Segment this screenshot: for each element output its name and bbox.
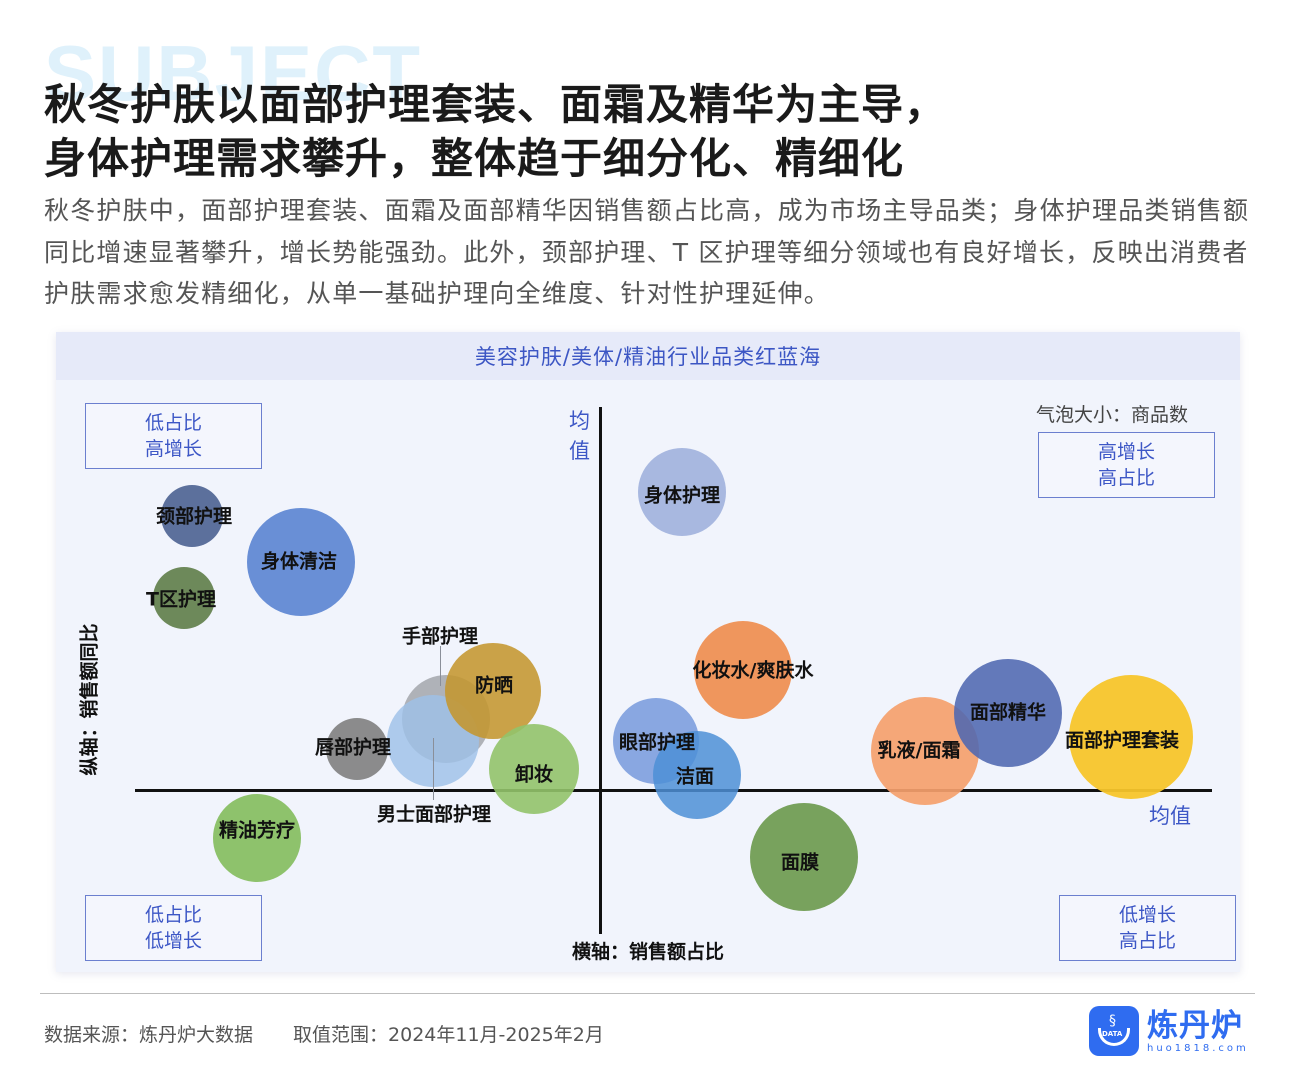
- page-description: 秋冬护肤中，面部护理套装、面霜及面部精华因销售额占比高，成为市场主导品类；身体护…: [44, 196, 1250, 308]
- bubble-face-mask[interactable]: [750, 803, 858, 911]
- bubble-face-care-set[interactable]: [1069, 675, 1193, 799]
- title-line-1: 秋冬护肤以面部护理套装、面霜及精华为主导，: [44, 80, 948, 129]
- chart-title: 美容护肤/美体/精油行业品类红蓝海: [474, 345, 822, 369]
- quadrant-label: 低增长: [144, 930, 202, 952]
- bubble-label: 唇部护理: [314, 736, 392, 759]
- bubble-toner[interactable]: [694, 621, 792, 719]
- quadrant-label: 高占比: [1118, 930, 1176, 952]
- data-range: 取值范围：2024年11月-2025年2月: [293, 1024, 604, 1046]
- quadrant-label: 高增长: [144, 438, 202, 460]
- title-line-2: 身体护理需求攀升，整体趋于细分化、精细化: [44, 134, 905, 183]
- chart-header: 美容护肤/美体/精油行业品类红蓝海: [56, 332, 1240, 380]
- bubble-label: 身体清洁: [260, 550, 338, 573]
- bubble-label: 防晒: [474, 674, 514, 697]
- quadrant-label: 低增长: [1118, 904, 1176, 926]
- bubble-label: 手部护理: [401, 625, 479, 648]
- bubble-essential-oil[interactable]: [213, 794, 301, 882]
- bubble-neck-care[interactable]: [161, 485, 223, 547]
- logo-url: huo1818.com: [1147, 1042, 1249, 1054]
- quadrant-label: 低占比: [144, 412, 202, 434]
- logo-text: 炼丹炉 huo1818.com: [1147, 1009, 1249, 1054]
- bubble-label: 面膜: [780, 851, 820, 874]
- footer: 数据来源：炼丹炉大数据 取值范围：2024年11月-2025年2月: [44, 1020, 604, 1047]
- bubble-lip-care[interactable]: [326, 718, 388, 780]
- bubble-label: 化妆水/爽肤水: [692, 659, 814, 682]
- quadrant-label: 高增长: [1097, 441, 1155, 463]
- watermark-text: SUBJECT: [44, 29, 423, 117]
- steam-icon: §: [1109, 1013, 1116, 1029]
- leader-line-mens-face-care: [433, 738, 435, 800]
- bubble-t-zone-care[interactable]: [153, 567, 215, 629]
- quadrant-bottom-right: 低增长 高占比: [1059, 895, 1236, 961]
- page-title: 秋冬护肤以面部护理套装、面霜及精华为主导， 身体护理需求攀升，整体趋于细分化、精…: [44, 78, 947, 186]
- bubble-label: 身体护理: [643, 484, 721, 507]
- bubble-label: 男士面部护理: [376, 803, 492, 826]
- bubble-label: 眼部护理: [618, 731, 696, 754]
- bubble-makeup-remover[interactable]: [489, 724, 579, 814]
- bubble-sunscreen[interactable]: [445, 643, 541, 739]
- brand-logo: § DATA 炼丹炉 huo1818.com: [1089, 1006, 1249, 1056]
- bubble-body-cleansing[interactable]: [247, 508, 355, 616]
- x-mean-label: 均值: [1149, 804, 1191, 828]
- bubble-label: 颈部护理: [155, 505, 233, 528]
- logo-icon-text: DATA: [1102, 1030, 1123, 1038]
- bubble-label: 精油芳疗: [218, 819, 296, 842]
- bubble-label: 面部护理套装: [1064, 729, 1180, 752]
- quadrant-top-left: 低占比 高增长: [85, 403, 262, 469]
- logo-name: 炼丹炉: [1147, 1007, 1243, 1044]
- quadrant-bottom-left: 低占比 低增长: [85, 895, 262, 961]
- data-source: 数据来源：炼丹炉大数据: [44, 1024, 254, 1046]
- cauldron-icon: § DATA: [1089, 1006, 1139, 1056]
- bubble-label: 洁面: [675, 765, 715, 788]
- quadrant-top-right: 高增长 高占比: [1038, 432, 1215, 498]
- bubble-label: 面部精华: [969, 701, 1047, 724]
- bubble-cleanser[interactable]: [653, 731, 741, 819]
- bubble-face-serum[interactable]: [954, 659, 1062, 767]
- leader-line-hand-care: [440, 646, 442, 686]
- quadrant-label: 低占比: [144, 904, 202, 926]
- x-axis-title: 横轴：销售额占比: [572, 941, 725, 963]
- bubble-label: 卸妆: [514, 763, 554, 786]
- bubble-size-note: 气泡大小：商品数: [1036, 404, 1189, 426]
- y-axis-title: 纵轴：销售额同比: [78, 623, 101, 776]
- footer-divider: [40, 993, 1255, 994]
- y-mean-line: [599, 407, 602, 934]
- y-mean-label: 均值: [569, 409, 590, 463]
- bubble-label: 乳液/面霜: [877, 739, 961, 762]
- bubble-body-care[interactable]: [638, 448, 726, 536]
- quadrant-label: 高占比: [1097, 467, 1155, 489]
- bubble-label: T区护理: [146, 588, 216, 611]
